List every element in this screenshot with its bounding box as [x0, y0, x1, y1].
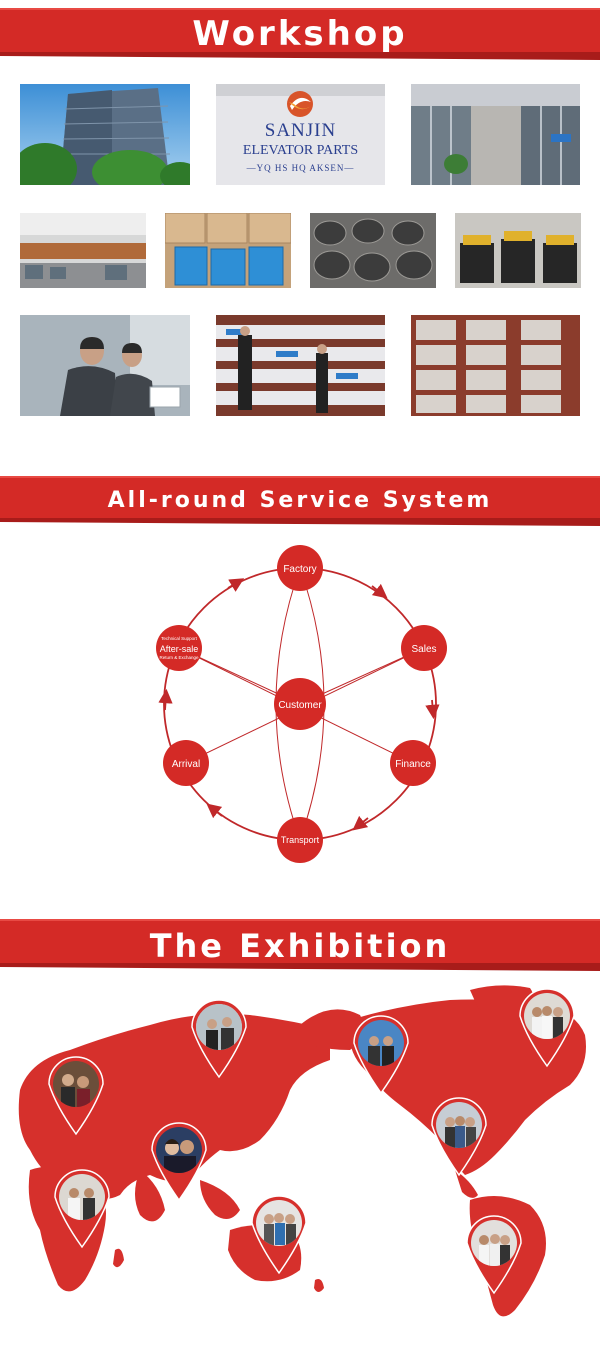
pin-europe-west — [48, 1056, 104, 1136]
exhibition-title: The Exhibition — [149, 927, 451, 965]
photo-office-building — [20, 84, 190, 185]
pin-east-europe — [353, 1015, 409, 1095]
logo-brands-line: —YQ HS HQ AKSEN— — [246, 163, 355, 173]
node-factory: Factory — [277, 545, 323, 591]
pin-canada — [519, 988, 575, 1068]
arrow-transport-arrival — [206, 803, 223, 819]
logo-brand: SANJIN — [264, 120, 337, 141]
arrow-finance-transport — [352, 815, 369, 831]
node-sales-label: Sales — [411, 644, 436, 655]
node-aftersale-bottom-label: Return & Exchange — [159, 655, 199, 660]
node-aftersale-top-label: Technical Support — [161, 636, 198, 641]
node-customer: Customer — [274, 678, 326, 730]
arrow-sales-finance — [425, 699, 440, 720]
logo-subtitle: ELEVATOR PARTS — [242, 143, 359, 158]
service-banner: All-round Service System — [0, 476, 600, 530]
node-transport-label: Transport — [281, 835, 320, 845]
node-aftersale: Technical Support After-sale Return & Ex… — [156, 625, 202, 671]
photo-wire-rope-reels — [310, 213, 436, 288]
photo-glass-office — [411, 84, 580, 185]
node-aftersale-label: After-sale — [160, 644, 199, 654]
photo-packed-boxes — [165, 213, 291, 288]
workshop-title: Workshop — [192, 14, 408, 54]
node-factory-label: Factory — [283, 564, 316, 575]
pin-south-america — [466, 1215, 522, 1295]
pin-north-america — [431, 1097, 487, 1177]
exhibition-world-map — [18, 985, 586, 1317]
arrow-factory-sales — [371, 583, 388, 599]
pin-central-asia — [151, 1122, 207, 1202]
node-customer-label: Customer — [278, 700, 322, 711]
node-transport: Transport — [277, 817, 323, 863]
photo-company-logo-wall: SANJIN ELEVATOR PARTS —YQ HS HQ AKSEN— — [216, 84, 385, 185]
node-arrival: Arrival — [163, 740, 209, 786]
arrow-aftersale-factory — [227, 578, 245, 592]
photo-storage-racks — [411, 315, 580, 416]
photo-traction-machines — [455, 213, 581, 288]
photo-technicians-working — [20, 315, 190, 416]
workshop-banner: Workshop — [0, 8, 600, 62]
photo-warehouse-shelves-staff — [216, 315, 385, 416]
node-arrival-label: Arrival — [172, 759, 200, 770]
pin-australia — [251, 1195, 307, 1275]
photo-warehouse-floor — [20, 213, 146, 288]
service-title: All-round Service System — [107, 488, 493, 513]
pin-africa — [54, 1169, 110, 1249]
node-finance: Finance — [390, 740, 436, 786]
node-sales: Sales — [401, 625, 447, 671]
exhibition-banner: The Exhibition — [0, 919, 600, 973]
pin-russia — [191, 999, 247, 1079]
node-finance-label: Finance — [395, 759, 431, 770]
arrow-arrival-aftersale — [158, 688, 173, 711]
service-system-diagram: Factory Sales Finance Transport Arrival … — [156, 545, 447, 863]
